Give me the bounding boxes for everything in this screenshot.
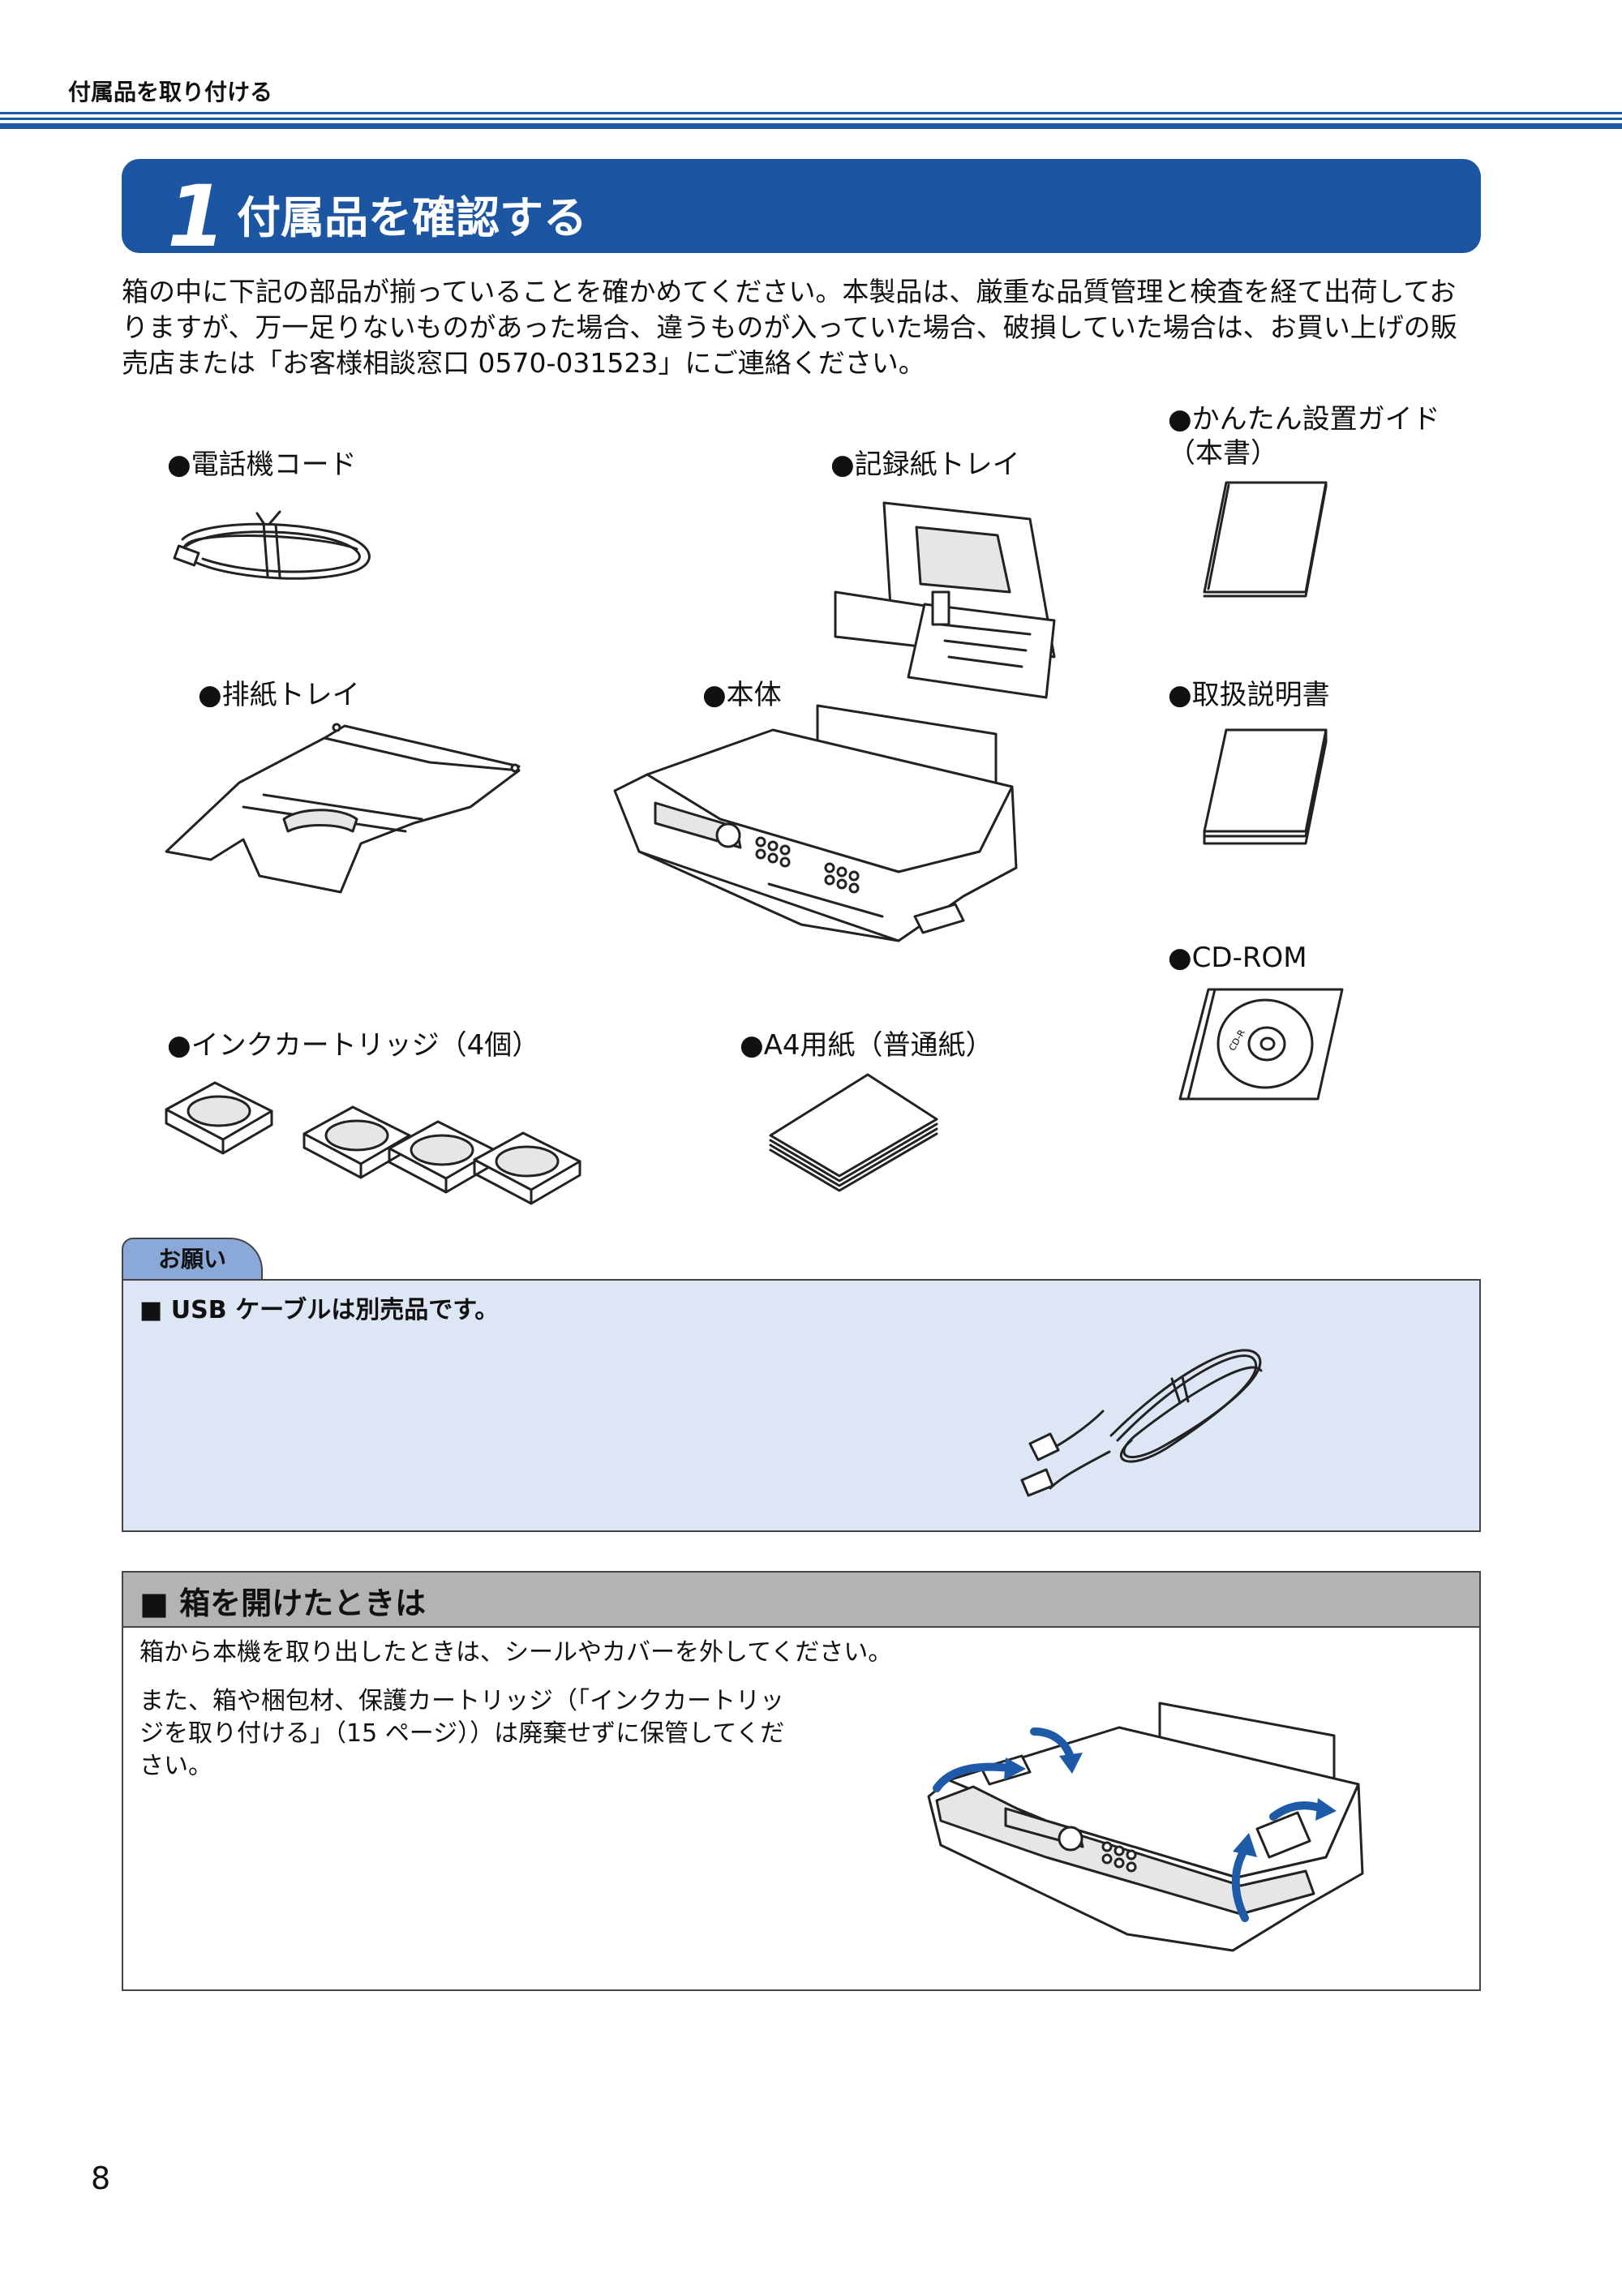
unpack-para-line: ジを取り付ける」（15 ページ））は廃棄せずに保管してくだ — [139, 1719, 785, 1748]
unpack-para-line: さい。 — [139, 1752, 212, 1780]
label-paper-tray: ●記録紙トレイ — [830, 448, 1020, 481]
arrow-head-icon — [1315, 1798, 1337, 1821]
output-tray-illustration — [165, 723, 521, 894]
intro-paragraph: 箱の中に下記の部品が揃っていることを確かめてください。本製品は、厳重な品質管理と… — [122, 274, 1484, 381]
label-output-tray: ●排紙トレイ — [198, 679, 360, 711]
note-box — [122, 1279, 1481, 1532]
usb-cable-illustration — [1020, 1349, 1263, 1497]
label-cd-rom: ●CD-ROM — [1168, 942, 1307, 974]
intro-line: りますが、万一足りないものがあった場合、違うものが入っていた場合、破損していた場… — [122, 311, 1457, 343]
arrow-head-icon — [1059, 1753, 1083, 1774]
label-a4-paper: ●A4用紙（普通紙） — [740, 1029, 993, 1062]
unpack-title: ■ 箱を開けたときは — [139, 1586, 427, 1621]
arrow-head-icon — [1004, 1757, 1026, 1780]
note-tab: お願い — [122, 1238, 263, 1280]
arrow-icon — [1030, 1727, 1075, 1762]
label-manual: ●取扱説明書 — [1168, 679, 1330, 711]
header-rule-thick — [0, 123, 1622, 129]
arrow-icon — [933, 1762, 1014, 1792]
cd-rom-illustration: CD-R — [1178, 988, 1344, 1101]
page-number: 8 — [91, 2161, 111, 2196]
unpacking-illustration — [927, 1702, 1364, 1952]
label-ink-cartridges: ●インクカートリッジ（4個） — [167, 1029, 540, 1062]
arrow-icon — [1231, 1845, 1249, 1922]
label-phone-cord: ●電話機コード — [167, 448, 357, 481]
setup-guide-illustration — [1203, 481, 1328, 598]
unpack-paragraph: また、箱や梱包材、保護カートリッジ（「インクカートリッ ジを取り付ける」（15 … — [139, 1685, 805, 1783]
manual-illustration — [1203, 728, 1328, 845]
intro-line: 箱の中に下記の部品が揃っていることを確かめてください。本製品は、厳重な品質管理と… — [122, 276, 1457, 307]
header-rule-thin — [0, 112, 1622, 114]
label-main-unit: ●本体 — [702, 679, 782, 711]
main-unit-illustration — [613, 704, 1018, 942]
unpack-header — [123, 1573, 1479, 1628]
running-header: 付属品を取り付ける — [68, 79, 273, 105]
header-rule-mid — [0, 118, 1622, 120]
label-setup-guide-sub: （本書） — [1168, 437, 1278, 470]
paper-tray-illustration — [834, 501, 1056, 699]
section-banner — [122, 159, 1481, 253]
label-setup-guide: ●かんたん設置ガイド — [1168, 403, 1440, 436]
note-text: ■ USB ケーブルは別売品です。 — [139, 1296, 500, 1324]
intro-line: 売店または「お客様相談窓口 0570-031523」にご連絡ください。 — [122, 347, 925, 379]
a4-paper-illustration — [769, 1073, 938, 1192]
section-title: 付属品を確認する — [237, 192, 587, 243]
arrow-head-icon — [1233, 1833, 1257, 1857]
phone-cord-illustration — [173, 510, 371, 580]
unpack-para-line: また、箱や梱包材、保護カートリッジ（「インクカートリッ — [139, 1687, 784, 1715]
unpack-line1: 箱から本機を取り出したときは、シールやカバーを外してください。 — [139, 1638, 893, 1667]
ink-cartridges-illustration — [165, 1081, 581, 1205]
section-number: 1 — [167, 167, 225, 266]
